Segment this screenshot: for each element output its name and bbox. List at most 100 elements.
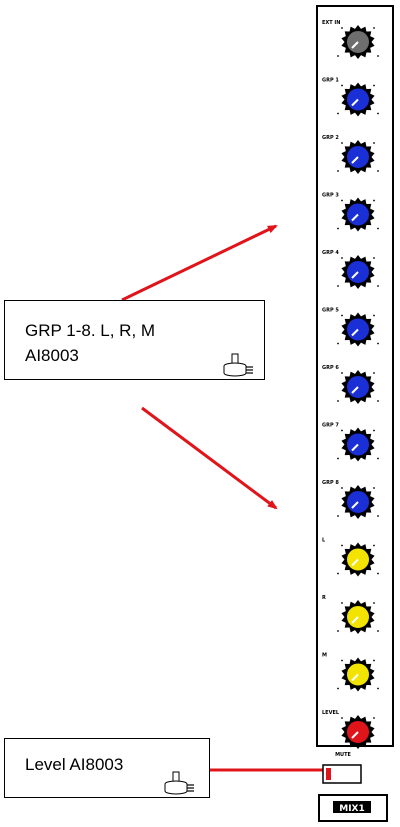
scale-mark	[337, 170, 339, 172]
knob-pointer	[351, 558, 359, 567]
scale-mark	[373, 142, 375, 144]
knob-pointer	[351, 443, 359, 452]
scale-mark	[377, 227, 379, 230]
knob-label: GRP 5	[322, 308, 339, 314]
knob-l[interactable]: L	[322, 538, 379, 577]
scale-mark	[337, 227, 339, 230]
mute-led	[326, 768, 331, 780]
knob-label: LEVEL	[322, 710, 340, 716]
knob-grp-2[interactable]: GRP 2	[322, 135, 379, 174]
scale-mark	[377, 687, 379, 690]
scale-mark	[341, 257, 343, 259]
scale-mark	[373, 84, 375, 87]
scale-mark	[337, 342, 339, 345]
scale-mark	[341, 659, 343, 662]
knob-grp-4[interactable]: GRP 4	[322, 250, 379, 289]
knob-grp-1[interactable]: GRP 1	[322, 78, 379, 117]
knob-label: GRP 7	[322, 423, 339, 429]
scale-mark	[377, 572, 379, 575]
knob-label: GRP 8	[322, 480, 339, 486]
scale-mark	[377, 745, 379, 747]
scale-mark	[341, 372, 343, 374]
scale-mark	[373, 429, 375, 432]
scale-mark	[377, 170, 379, 172]
knob-label: L	[322, 538, 326, 544]
knob-pointer	[351, 616, 359, 624]
potentiometer-icon	[223, 353, 253, 377]
mute-button[interactable]	[322, 764, 362, 784]
scale-mark	[373, 27, 375, 29]
knob-m[interactable]: M	[322, 653, 379, 692]
scale-mark	[337, 112, 339, 115]
scale-mark	[377, 285, 379, 287]
knob-label: GRP 1	[322, 78, 339, 84]
scale-mark	[341, 429, 343, 432]
scale-mark	[337, 515, 339, 517]
scale-mark	[341, 84, 343, 87]
knob-label: EXT IN	[322, 20, 340, 26]
knob-pointer	[351, 673, 359, 682]
knob-pointer	[351, 98, 359, 107]
knob-pointer	[351, 271, 359, 279]
scale-mark	[373, 659, 375, 662]
knob-label: GRP 6	[322, 365, 339, 371]
scale-mark	[337, 745, 339, 747]
mute-label: MUTE	[335, 752, 351, 758]
scale-mark	[377, 342, 379, 345]
knob-ext-in[interactable]: EXT IN	[322, 20, 379, 59]
group-callout-box: GRP 1-8. L, R, M AI8003	[4, 300, 265, 380]
scale-mark	[373, 199, 375, 202]
scale-mark	[373, 602, 375, 604]
scale-mark	[337, 457, 339, 460]
scale-mark	[377, 630, 379, 632]
scale-mark	[341, 717, 343, 719]
scale-mark	[373, 257, 375, 259]
level-callout-box: Level AI8003	[4, 738, 210, 798]
arrow-down-to-group-knobs	[141, 406, 278, 510]
knob-label: GRP 3	[322, 193, 339, 199]
scale-mark	[341, 544, 343, 547]
knob-label: R	[322, 595, 326, 601]
scale-mark	[341, 199, 343, 202]
scale-mark	[341, 602, 343, 604]
knob-label: GRP 4	[322, 250, 339, 256]
knob-grp-8[interactable]: GRP 8	[322, 480, 379, 519]
level-callout-title: Level AI8003	[25, 755, 124, 774]
scale-mark	[373, 544, 375, 547]
knob-pointer	[351, 386, 359, 394]
scale-mark	[341, 314, 343, 317]
knob-pointer	[351, 41, 359, 49]
knob-pointer	[351, 156, 359, 164]
scale-mark	[341, 487, 343, 489]
scale-mark	[337, 285, 339, 287]
scale-mark	[341, 27, 343, 29]
scale-mark	[377, 400, 379, 402]
scale-mark	[337, 630, 339, 632]
scale-mark	[377, 55, 379, 57]
knob-grp-3[interactable]: GRP 3	[322, 193, 379, 232]
knob-pointer	[351, 213, 359, 222]
knob-r[interactable]: R	[322, 595, 379, 634]
scale-mark	[341, 142, 343, 144]
scale-mark	[373, 717, 375, 719]
scale-mark	[337, 572, 339, 575]
arrow-up-to-group-knobs	[121, 224, 278, 302]
module-label-plate	[333, 801, 371, 813]
scale-mark	[377, 457, 379, 460]
knob-pointer	[351, 731, 359, 739]
scale-mark	[373, 487, 375, 489]
knob-level[interactable]: LEVEL	[322, 710, 379, 749]
knob-pointer	[351, 328, 359, 337]
knob-grp-5[interactable]: GRP 5	[322, 308, 379, 347]
knob-pointer	[351, 501, 359, 509]
group-callout-part-number: AI8003	[25, 346, 79, 365]
knob-grp-6[interactable]: GRP 6	[322, 365, 379, 404]
scale-mark	[373, 314, 375, 317]
scale-mark	[337, 687, 339, 690]
knob-label: M	[322, 653, 327, 659]
scale-mark	[373, 372, 375, 374]
scale-mark	[377, 112, 379, 115]
scale-mark	[337, 55, 339, 57]
knob-grp-7[interactable]: GRP 7	[322, 423, 379, 462]
